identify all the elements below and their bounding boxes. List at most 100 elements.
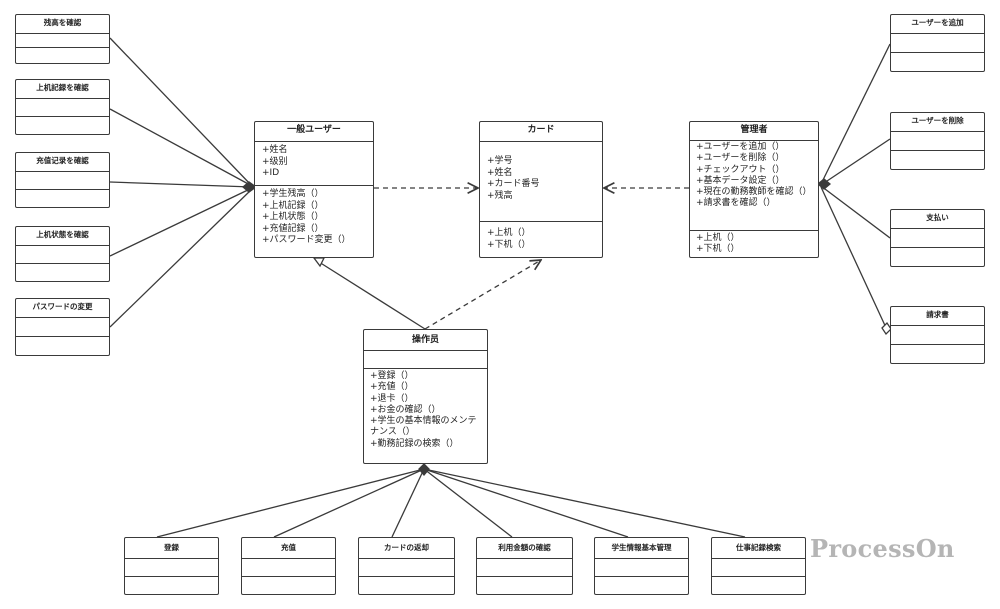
method: +上机（） [696, 233, 740, 243]
usecase-box-b3[interactable]: カードの返却 [358, 537, 455, 595]
usecase-box-l3[interactable]: 充值记录を確認 [15, 152, 110, 208]
box-title: パスワードの変更 [32, 302, 93, 311]
usecase-box-r4[interactable]: 請求書 [890, 306, 985, 364]
class-methods: +登録（） +充値（） +退卡（） +お金の確認（） +学生の基本情報のメンテナ… [364, 368, 487, 450]
attribute: +学号 [487, 156, 513, 166]
attribute: +ID [262, 168, 280, 179]
box-title: 仕事記録検索 [736, 543, 781, 552]
usecase-box-b4[interactable]: 利用金額の確認 [476, 537, 573, 595]
box-section [891, 150, 984, 169]
assoc-r1 [820, 43, 891, 185]
method: +充値（） [370, 382, 414, 393]
box-section [891, 33, 984, 52]
box-section [477, 558, 572, 576]
usecase-box-l5[interactable]: パスワードの変更 [15, 298, 110, 356]
class-title: 一般ユーザー [287, 125, 341, 135]
method: +学生の基本情報のメンテナンス（） [370, 416, 477, 438]
assoc-r4 [820, 186, 889, 333]
class-methods: +上机（） +下机（） [480, 221, 602, 251]
method: +学生残高（） [262, 189, 324, 199]
usecase-box-r3[interactable]: 支払い [890, 209, 985, 267]
box-section [891, 325, 984, 344]
usecase-box-l2[interactable]: 上机記録を確認 [15, 79, 110, 135]
method: +下机（） [487, 239, 531, 250]
class-operator[interactable]: 操作员 +登録（） +充値（） +退卡（） +お金の確認（） +学生の基本情報の… [363, 329, 488, 464]
gen-operator-user [318, 261, 426, 330]
box-title: 上机状態を確認 [36, 230, 89, 239]
assoc-l4 [109, 187, 253, 257]
box-title: 学生情報基本管理 [611, 543, 672, 552]
assoc-b4 [423, 468, 513, 538]
assoc-r2 [820, 138, 891, 186]
attribute: +姓名 [262, 145, 288, 155]
class-card[interactable]: カード +学号 +姓名 +カード番号 +残高 +上机（） +下机（） [479, 121, 603, 258]
usecase-box-r2[interactable]: ユーザーを削除 [890, 112, 985, 170]
usecase-box-l4[interactable]: 上机状態を確認 [15, 226, 110, 282]
assoc-b5 [423, 468, 629, 538]
usecase-box-b1[interactable]: 登録 [124, 537, 219, 595]
class-title: 管理者 [740, 125, 768, 135]
box-title: カードの返却 [384, 543, 429, 552]
box-section [16, 336, 109, 355]
box-section [16, 171, 109, 189]
method: +下机（） [696, 244, 740, 255]
box-section [16, 33, 109, 47]
box-section [359, 558, 454, 576]
box-section [595, 576, 688, 594]
box-section [16, 245, 109, 263]
box-section [16, 98, 109, 116]
box-section [125, 558, 218, 576]
box-section [242, 558, 335, 576]
box-section [16, 317, 109, 336]
box-section [712, 576, 805, 594]
box-section [891, 247, 984, 266]
assoc-l1 [109, 37, 253, 187]
class-title: 操作员 [411, 335, 439, 345]
dep-operator-card [424, 260, 541, 330]
assoc-r3 [820, 185, 891, 239]
box-title: 登録 [164, 543, 179, 552]
box-title: ユーザーを削除 [911, 116, 964, 125]
class-methods: +学生残高（） +上机記録（） +上机状態（） +充値記録（） +パスワード変更… [255, 185, 373, 247]
method: +登録（） [370, 371, 414, 381]
usecase-box-r1[interactable]: ユーザーを追加 [890, 14, 985, 72]
box-title: 請求書 [926, 310, 949, 319]
box-section [16, 263, 109, 281]
usecase-box-b6[interactable]: 仕事記録検索 [711, 537, 806, 595]
usecase-box-b5[interactable]: 学生情報基本管理 [594, 537, 689, 595]
attribute: +カード番号 [487, 179, 540, 190]
box-section [242, 576, 335, 594]
attribute: +チェックアウト（） [696, 164, 785, 175]
method: +勤務記録の検索（） [370, 438, 459, 449]
box-title: 上机記録を確認 [36, 83, 89, 92]
composition-diamond-admin [816, 178, 832, 190]
class-admin[interactable]: 管理者 +ユーザーを追加（） +ユーザーを削除（） +チェックアウト（） +基本… [689, 121, 819, 258]
box-section [595, 558, 688, 576]
assoc-b3 [391, 468, 425, 538]
assoc-l3 [109, 181, 253, 188]
box-section [712, 558, 805, 576]
box-title: 利用金額の確認 [498, 543, 551, 552]
method: +上机（） [487, 228, 531, 238]
class-attributes: +ユーザーを追加（） +ユーザーを削除（） +チェックアウト（） +基本データ設… [690, 140, 818, 230]
attribute: +現在の勤務教師を確認（） [696, 187, 812, 198]
box-section [16, 189, 109, 207]
method: +お金の確認（） [370, 404, 441, 415]
box-section [125, 576, 218, 594]
attribute: +残高 [487, 190, 513, 201]
class-attributes: +学号 +姓名 +カード番号 +残高 [480, 141, 602, 221]
attribute: +ユーザーを追加（） [696, 142, 785, 152]
watermark-logo: ProcessOn [810, 534, 955, 563]
box-section [891, 344, 984, 363]
class-title: カード [527, 125, 555, 135]
usecase-box-l1[interactable]: 残高を確認 [15, 14, 110, 64]
class-general-user[interactable]: 一般ユーザー +姓名 +级别 +ID +学生残高（） +上机記録（） +上机状態… [254, 121, 374, 258]
class-attributes [364, 350, 487, 368]
box-section [16, 116, 109, 134]
box-title: 残高を確認 [43, 18, 82, 27]
usecase-box-b2[interactable]: 充值 [241, 537, 336, 595]
assoc-b6 [423, 468, 746, 538]
box-section [891, 52, 984, 71]
